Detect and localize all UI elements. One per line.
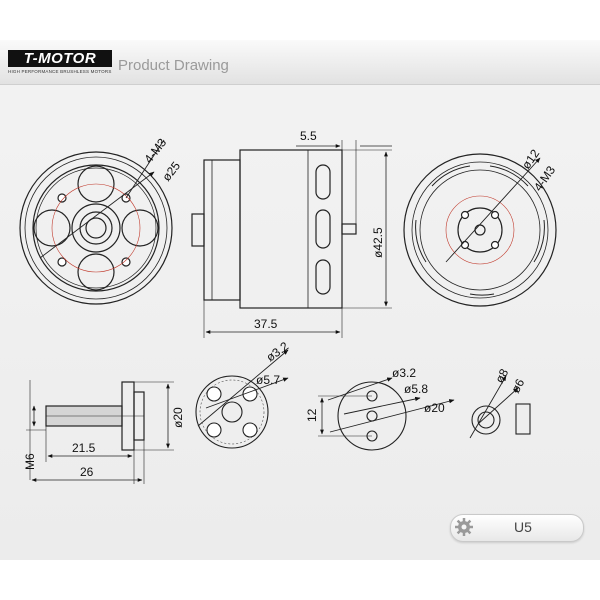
front-holes-label: 4-M3: [141, 135, 169, 165]
page-title: Product Drawing: [118, 57, 229, 74]
mount-view: [318, 377, 455, 451]
adapter-hole-label: ø3.2: [264, 339, 292, 365]
model-label: U5: [514, 519, 532, 535]
brand-logo: T-MOTOR: [23, 50, 97, 67]
ring-inner-label: ø6: [508, 376, 527, 395]
mount-spacing-label: 12: [305, 408, 319, 422]
shaft-length-1-label: 21.5: [72, 441, 96, 455]
drawing-sheet: [0, 40, 600, 560]
rear-circle-label: ø12: [519, 146, 543, 171]
adapter-circle-label: ø5.7: [256, 373, 280, 387]
front-circle-label: ø25: [159, 159, 183, 184]
side-shaft-length-label: 5.5: [300, 129, 317, 143]
ring-view: [469, 375, 531, 439]
brand-tagline: HIGH PERFORMANCE BRUSHLESS MOTORS: [8, 69, 112, 74]
mount-diameter-label: ø20: [424, 401, 445, 415]
shaft-diameter-label: ø20: [171, 407, 185, 428]
side-view: [191, 140, 392, 338]
mount-circle-label: ø5.8: [404, 382, 428, 396]
rear-view: [403, 153, 557, 307]
shaft-thread-label: M6: [23, 453, 37, 470]
gear-icon: [455, 518, 473, 536]
logo-background: [8, 50, 112, 67]
mount-hole-label: ø3.2: [392, 366, 416, 380]
rear-holes-label: 4-M3: [531, 163, 558, 194]
side-diameter-label: ø42.5: [371, 227, 385, 258]
rear-slots: [415, 165, 545, 296]
shaft-length-2-label: 26: [80, 465, 94, 479]
side-length-label: 37.5: [254, 317, 278, 331]
shaft-view: [26, 380, 174, 484]
ring-outer-label: ø8: [492, 366, 511, 385]
front-view: [19, 139, 173, 305]
adapter-view: [195, 349, 289, 449]
